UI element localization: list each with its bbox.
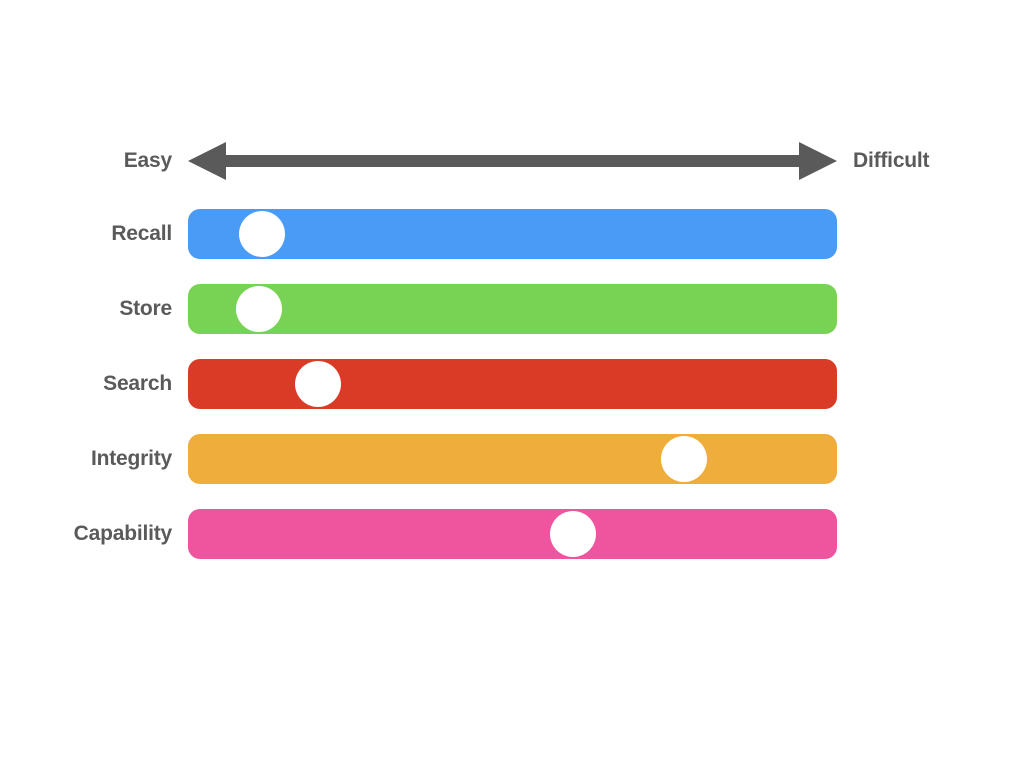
slider-track-integrity[interactable]: [188, 434, 837, 484]
slider-knob-integrity[interactable]: [661, 436, 707, 482]
slider-row-capability: Capability: [0, 509, 1024, 559]
slider-label-search: Search: [103, 372, 172, 395]
slider-track-search[interactable]: [188, 359, 837, 409]
slider-track-recall[interactable]: [188, 209, 837, 259]
slider-knob-capability[interactable]: [550, 511, 596, 557]
slider-row-search: Search: [0, 359, 1024, 409]
slider-row-recall: Recall: [0, 209, 1024, 259]
slider-label-capability: Capability: [73, 522, 173, 545]
slider-row-integrity: Integrity: [0, 434, 1024, 484]
slider-label-recall: Recall: [111, 222, 172, 245]
axis-label-easy: Easy: [123, 149, 172, 172]
slider-knob-recall[interactable]: [239, 211, 285, 257]
slider-knob-search[interactable]: [295, 361, 341, 407]
axis-label-difficult: Difficult: [853, 149, 930, 172]
slider-label-store: Store: [119, 297, 172, 320]
slider-label-integrity: Integrity: [90, 447, 172, 470]
double-arrow-icon: [188, 142, 837, 180]
slider-knob-store[interactable]: [236, 286, 282, 332]
slider-row-store: Store: [0, 284, 1024, 334]
slider-track-capability[interactable]: [188, 509, 837, 559]
difficulty-axis: Easy Difficult: [0, 138, 1024, 184]
slider-track-store[interactable]: [188, 284, 837, 334]
